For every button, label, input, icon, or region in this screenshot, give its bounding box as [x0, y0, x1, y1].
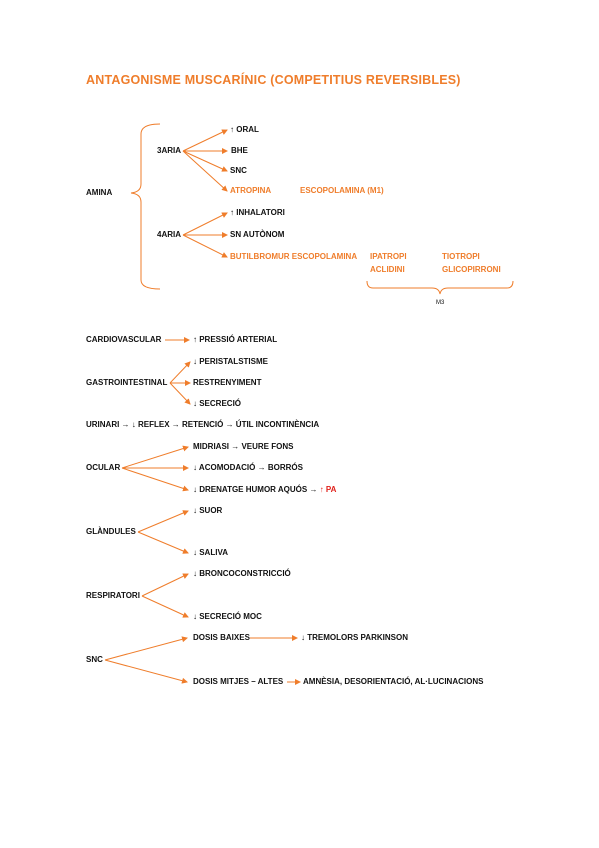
ocular-pa-text: ↑ PA: [319, 485, 337, 494]
glandules-label: GLÀNDULES: [86, 527, 136, 536]
cardiovascular-effect: ↑ PRESSIÓ ARTERIAL: [193, 335, 278, 344]
snc-dosis-baixes: DOSIS BAIXES: [193, 633, 250, 642]
ocular-label: OCULAR: [86, 463, 121, 472]
gi-effect-secrecio: ↓ SECRECIÓ: [193, 399, 242, 408]
glandules-effect-saliva: ↓ SALIVA: [193, 548, 228, 557]
tertiary-item-snc: SNC: [230, 166, 247, 175]
drug-ipatropi: IPATROPI: [370, 252, 407, 261]
ocular-drenatge-text: ↓ DRENATGE HUMOR AQUÓS →: [193, 485, 318, 494]
tertiary-label: 3ARIA: [157, 146, 182, 155]
resp-effect-secrecio-moc: ↓ SECRECIÓ MOC: [193, 612, 262, 621]
quaternary-item-sn-autonom: SN AUTÒNOM: [230, 230, 285, 239]
snc-dosis-altes: DOSIS MITJES – ALTES: [193, 677, 284, 686]
glandules-effect-suor: ↓ SUOR: [193, 506, 223, 515]
amina-label: AMINA: [86, 188, 113, 197]
m3-brace: [366, 280, 514, 295]
resp-effect-broncoconstriccio: ↓ BRONCOCONSTRICCIÓ: [193, 569, 291, 578]
drug-aclidini: ACLIDINI: [370, 265, 405, 274]
snc-label: SNC: [86, 655, 103, 664]
drug-butilbromur: BUTILBROMUR ESCOPOLAMINA: [230, 252, 358, 261]
respiratori-label: RESPIRATORI: [86, 591, 140, 600]
snc-tremolors: ↓ TREMOLORS PARKINSON: [301, 633, 408, 642]
snc-high-effects: AMNÈSIA, DESORIENTACIÓ, AL·LUCINACIONS: [303, 677, 484, 686]
quaternary-item-inhalatori: ↑ INHALATORI: [230, 208, 285, 217]
tertiary-item-oral: ↑ ORAL: [230, 125, 259, 134]
m3-note: M3: [436, 300, 445, 306]
gi-effect-peristaltisme: ↓ PERISTALSTISME: [193, 357, 268, 366]
drug-glicopirroni: GLICOPIRRONI: [442, 265, 501, 274]
tertiary-item-bhe: BHE: [231, 146, 248, 155]
cardiovascular-label: CARDIOVASCULAR: [86, 335, 162, 344]
ocular-effect-midriasi: MIDRIASI → VEURE FONS: [193, 442, 294, 451]
drug-tiotropi: TIOTROPI: [442, 252, 480, 261]
quaternary-label: 4ARIA: [157, 230, 182, 239]
ocular-effect-acomodacio: ↓ ACOMODACIÓ → BORRÓS: [193, 463, 303, 472]
amina-brace: [130, 123, 161, 290]
urinari-line: URINARI → ↓ REFLEX → RETENCIÓ → ÚTIL INC…: [86, 420, 320, 429]
drug-atropina: ATROPINA: [230, 186, 272, 195]
gi-effect-restrenyiment: RESTRENYIMENT: [193, 378, 262, 387]
gastrointestinal-label: GASTROINTESTINAL: [86, 378, 168, 387]
ocular-effect-drenatge: ↓ DRENATGE HUMOR AQUÓS → ↑ PA: [193, 485, 336, 495]
page-title: ANTAGONISME MUSCARÍNIC (COMPETITIUS REVE…: [86, 73, 461, 87]
drug-escopolamina: ESCOPOLAMINA (M1): [300, 186, 384, 195]
